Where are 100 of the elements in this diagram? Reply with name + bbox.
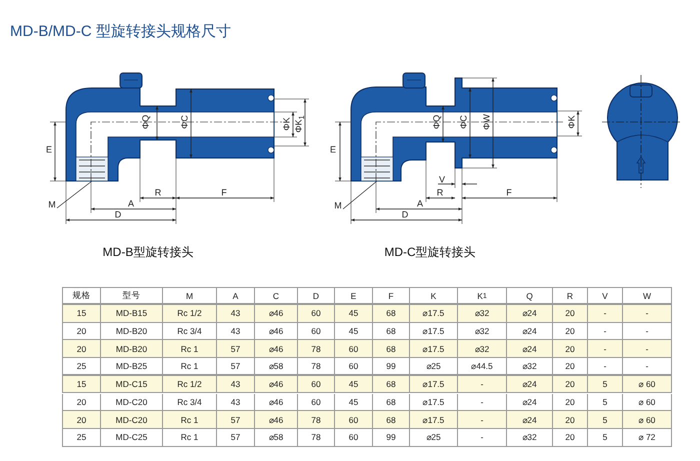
table-cell: MD-B15 [101,305,163,323]
table-cell: ⌀17.5 [410,376,458,394]
table-cell: 43 [217,305,255,323]
table-cell: - [458,394,507,412]
table-cell: 5 [588,428,623,447]
table-cell: 57 [217,411,255,429]
table-cell: 20 [553,428,588,447]
table-cell: MD-B25 [101,358,163,376]
table-cell: - [623,340,672,358]
column-header: R [553,287,588,305]
caption: MD-B型旋转接头 [102,246,194,258]
table-cell: ⌀24 [507,322,553,340]
table-cell: 78 [298,358,335,376]
dimension-label: ΦC [180,115,190,129]
table-cell: 78 [298,428,335,447]
table-cell: ⌀32 [507,428,553,447]
table-cell: - [458,428,507,447]
leader-line [56,180,92,208]
table-cell: 99 [373,428,410,447]
dimension-label: A [417,200,423,208]
table-cell: 99 [373,358,410,376]
table-cell: ⌀25 [410,428,458,447]
column-header: F [373,287,410,305]
table-cell: 68 [373,340,410,358]
table-cell: 43 [217,322,255,340]
table-cell: ⌀24 [507,394,553,412]
table-cell: ⌀46 [255,376,298,394]
dimension-label: V [439,176,445,184]
table-cell: 60 [298,322,335,340]
table-cell: ⌀ 60 [623,394,672,412]
dimension-label: D [114,210,122,220]
table-cell: ⌀17.5 [410,340,458,358]
table-cell: Rc 1/2 [163,376,217,394]
table-cell: 20 [62,411,101,429]
dimension-label: M [334,202,342,210]
table-cell: - [588,340,623,358]
table-cell: ⌀ 60 [623,376,672,394]
table-cell: - [623,322,672,340]
table-cell: 57 [217,428,255,447]
table-cell: ⌀ 60 [623,411,672,429]
table-cell: 20 [553,394,588,412]
table-cell: - [588,358,623,376]
table-cell: 20 [553,305,588,323]
dimension-label: ΦW [482,114,492,130]
dimension-label: ΦK [282,117,292,131]
column-header: 型号 [101,287,163,305]
dimension-label: ΦQ [142,114,150,130]
table-cell: - [588,305,623,323]
table-cell: 43 [217,376,255,394]
table-cell: 45 [335,376,373,394]
table-cell: 60 [335,411,373,429]
table-cell: ⌀46 [255,322,298,340]
leader-line [342,180,378,210]
column-header: D [298,287,335,305]
table-cell: ⌀17.5 [410,411,458,429]
dimension-label: F [506,188,512,198]
dimension-label: E [46,146,52,154]
dimension-label: ΦC [460,115,468,129]
table-cell: 5 [588,394,623,412]
table-cell: 15 [62,376,101,394]
table-cell: 60 [298,305,335,323]
table-cell: 15 [62,305,101,323]
dimension-label: ΦK [568,115,576,129]
column-header: A [217,287,255,305]
table-cell: Rc 1 [163,411,217,429]
table-cell: 25 [62,428,101,447]
table-cell: ⌀24 [507,411,553,429]
table-cell: MD-B20 [101,340,163,358]
table-cell: 20 [553,411,588,429]
table-cell: ⌀58 [255,428,298,447]
table-cell: 43 [217,394,255,412]
table-cell: ⌀24 [507,305,553,323]
dimension-label: ΦQ [432,114,442,130]
table-cell: ⌀32 [458,322,507,340]
table-cell: 68 [373,376,410,394]
table-cell: 20 [553,358,588,376]
table-cell: Rc 1 [163,340,217,358]
table-cell: 78 [298,340,335,358]
table-cell: - [588,322,623,340]
table-cell: Rc 1 [163,428,217,447]
dimension-label: E [330,146,336,154]
table-cell: ⌀17.5 [410,394,458,412]
column-header: K [410,287,458,305]
dimension-label: R [436,188,444,198]
table-cell: Rc 3/4 [163,394,217,412]
dimension-label: M [48,200,56,210]
table-cell: 68 [373,394,410,412]
dimension-label: D [402,210,408,220]
caption: MD-C型旋转接头 [384,246,476,258]
table-cell: ⌀32 [458,340,507,358]
table-cell: - [623,358,672,376]
table-cell: ⌀32 [507,358,553,376]
table-cell: - [623,305,672,323]
table-cell: ⌀46 [255,411,298,429]
column-header: V [588,287,623,305]
table-cell: ⌀ 72 [623,428,672,447]
table-cell: 45 [335,322,373,340]
dimension-label: A [128,200,134,208]
column-header: E [335,287,373,305]
title: MD-B/MD-C 型旋转接头规格尺寸 [10,22,231,41]
